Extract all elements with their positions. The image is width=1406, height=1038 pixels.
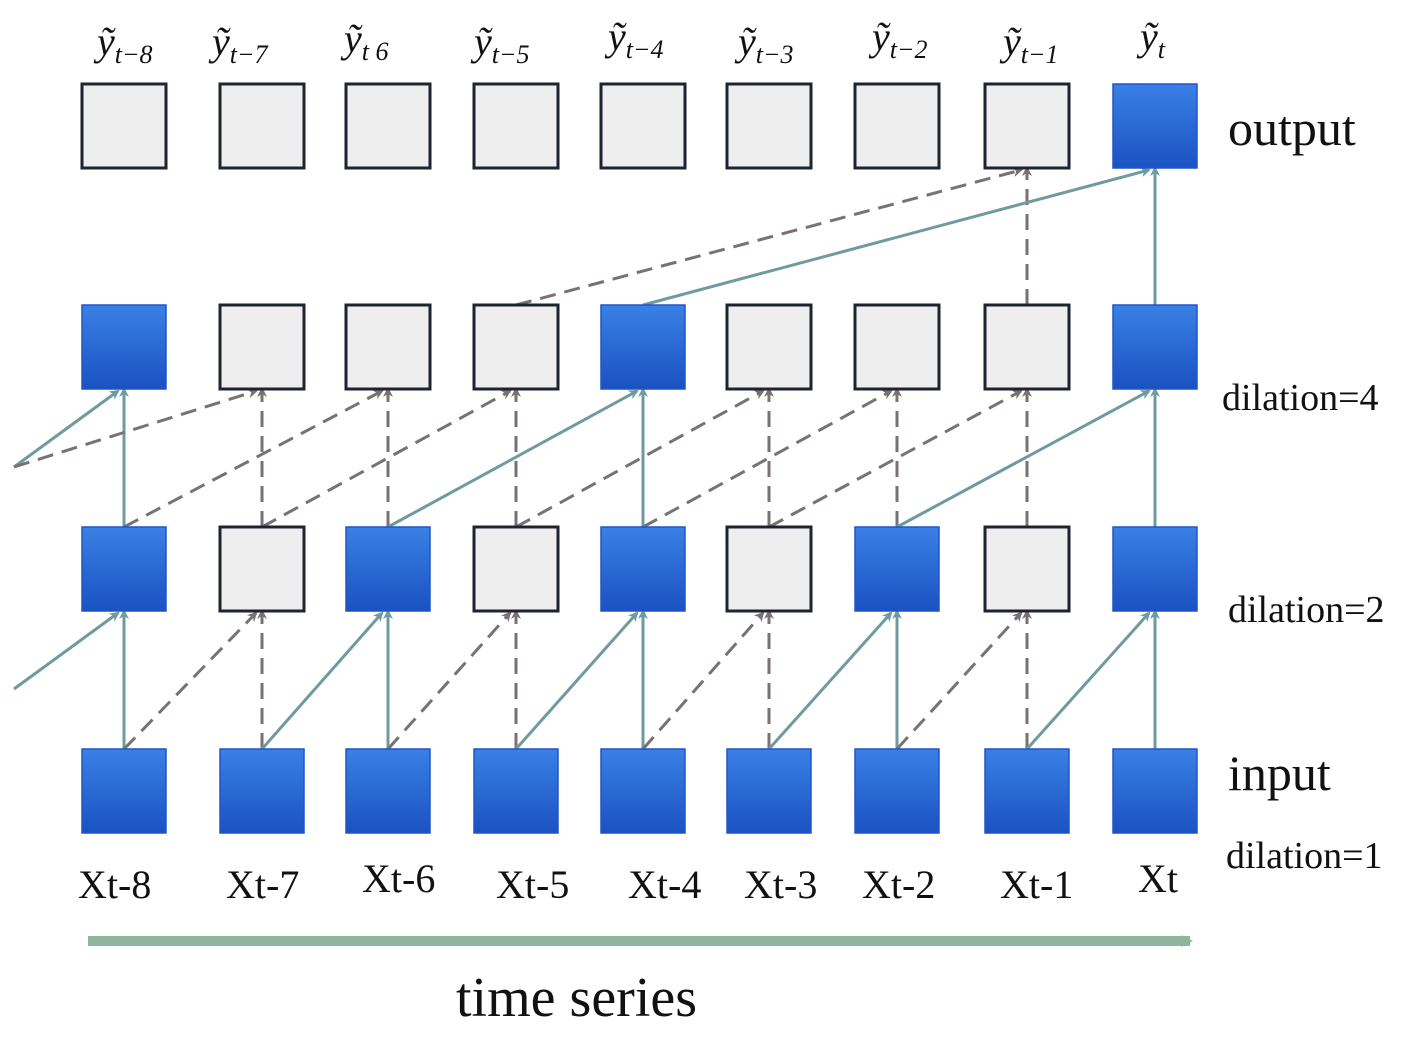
output-label-t-5: ỹt−5	[470, 19, 530, 69]
output-label-t-3: ỹt−3	[734, 19, 794, 69]
input-label-xt-1: Xt-1	[1000, 862, 1073, 907]
network-nodes	[80, 82, 1198, 834]
dilation4-node-2-inactive	[344, 303, 432, 391]
dilation4-edge-diagonal-8	[896, 389, 1151, 529]
input-label-xt-3: Xt-3	[744, 862, 817, 907]
dilation2-edge-diagonal-4	[514, 611, 639, 750]
output-label-t-2: ỹt−2	[868, 14, 928, 64]
layer-label-output: output	[1228, 100, 1356, 156]
output-label-t-1: ỹt−1	[999, 19, 1059, 69]
input-label-xt-7: Xt-7	[226, 862, 299, 907]
input-label-xt-8: Xt-8	[78, 862, 151, 907]
layer-label-dilation-2: dilation=2	[1228, 589, 1385, 631]
dilation4-node-8-active	[1112, 304, 1198, 390]
dilation2-node-3-inactive	[472, 525, 560, 613]
input-labels: Xt-8 Xt-7 Xt-6 Xt-5 Xt-4 Xt-3 Xt-2 Xt-1 …	[78, 856, 1178, 907]
output-label-t-6: ỹt 6	[340, 16, 389, 66]
input-node-5-active	[726, 748, 812, 834]
input-node-1-active	[219, 748, 305, 834]
output-node-2-inactive	[344, 82, 432, 170]
dilation2-edge-diagonal-2	[260, 611, 384, 750]
dilation4-edge-diagonal-1	[13, 388, 258, 469]
output-edge-diagonal-8	[642, 167, 1151, 307]
input-label-xt-2: Xt-2	[862, 862, 935, 907]
dilation2-edge-diagonal-5	[641, 611, 765, 750]
dilation2-node-0-active	[81, 526, 167, 612]
layer-labels: output dilation=4 dilation=2 input dilat…	[1222, 100, 1385, 877]
layer-label-dilation-1: dilation=1	[1226, 835, 1383, 877]
output-node-0-inactive	[80, 82, 168, 170]
dilation2-node-8-active	[1112, 526, 1198, 612]
dilation4-edge-diagonal-4	[387, 389, 639, 529]
dilation2-edge-diagonal-1	[122, 611, 258, 751]
dilation2-edge-diagonal-6	[767, 611, 893, 751]
dilation4-node-1-inactive	[218, 303, 306, 391]
dilation4-node-0-active	[81, 304, 167, 390]
dilation2-node-2-active	[345, 526, 431, 612]
dilation2-node-6-active	[854, 526, 940, 612]
dilation2-edge-diagonal-7	[895, 611, 1023, 751]
output-labels: ỹt−8 ỹt−7 ỹt 6 ỹt−5 ỹt−4 ỹt−3 ỹt−2 ỹt−1 …	[93, 14, 1166, 69]
dilation4-edge-diagonal-6	[642, 389, 893, 529]
output-node-7-inactive	[983, 82, 1071, 170]
input-node-6-active	[854, 748, 940, 834]
dilation4-edge-diagonal-0	[13, 389, 120, 469]
time-series-label: time series	[456, 967, 697, 1029]
dilation4-edge-diagonal-3	[261, 389, 512, 529]
dilation2-edge-diagonal-0	[13, 611, 120, 691]
dilation2-edge-diagonal-8	[1025, 611, 1151, 751]
dilation2-node-1-inactive	[218, 525, 306, 613]
output-node-1-inactive	[218, 82, 306, 170]
output-node-6-inactive	[853, 82, 941, 170]
input-label-xt-5: Xt-5	[496, 862, 569, 907]
output-node-3-inactive	[472, 82, 560, 170]
output-label-t-8: ỹt−8	[93, 19, 153, 69]
output-edge-diagonal-7	[515, 167, 1023, 307]
layer-label-input: input	[1228, 745, 1331, 801]
output-node-5-inactive	[725, 82, 813, 170]
input-node-8-active	[1112, 748, 1198, 834]
input-node-3-active	[473, 748, 559, 834]
input-label-xt-4: Xt-4	[628, 862, 701, 907]
output-label-t: ỹt	[1136, 14, 1166, 64]
connection-edges	[13, 166, 1160, 751]
dilation2-edge-diagonal-3	[386, 611, 512, 751]
input-node-0-active	[81, 748, 167, 834]
dilation4-node-6-inactive	[853, 303, 941, 391]
dilation2-node-4-active	[600, 526, 686, 612]
input-node-2-active	[345, 748, 431, 834]
dilation4-node-3-inactive	[472, 303, 560, 391]
dilation4-node-4-active	[600, 304, 686, 390]
dilation4-node-7-inactive	[983, 303, 1071, 391]
output-node-4-inactive	[599, 82, 687, 170]
dilation4-edge-diagonal-7	[768, 389, 1023, 529]
dilation4-node-5-inactive	[725, 303, 813, 391]
output-label-t-4: ỹt−4	[604, 14, 664, 64]
dilation2-node-7-inactive	[983, 525, 1071, 613]
input-label-xt-6: Xt-6	[362, 856, 435, 901]
input-node-7-active	[984, 748, 1070, 834]
input-node-4-active	[600, 748, 686, 834]
dilation4-edge-diagonal-2	[123, 389, 384, 529]
output-node-8-active	[1112, 83, 1198, 169]
layer-label-dilation-4: dilation=4	[1222, 377, 1379, 419]
output-label-t-7: ỹt−7	[208, 19, 269, 69]
dilation2-node-5-inactive	[725, 525, 813, 613]
dilation4-edge-diagonal-5	[515, 389, 765, 529]
input-label-xt: Xt	[1138, 856, 1178, 901]
